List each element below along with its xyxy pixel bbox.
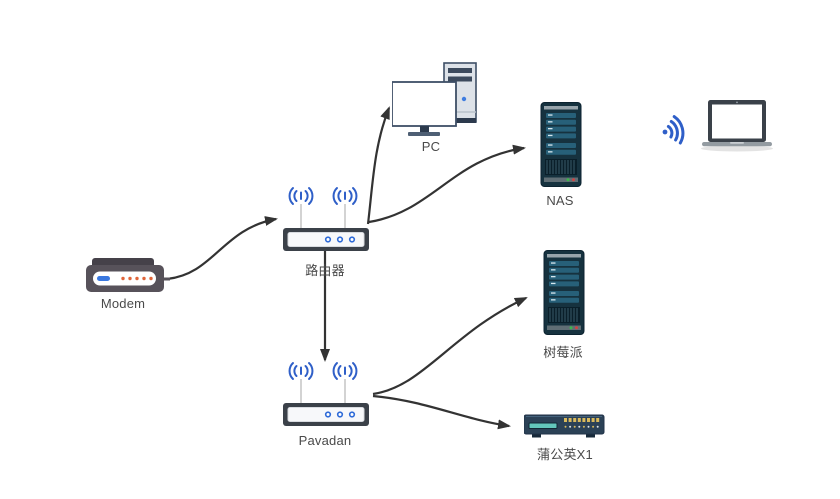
edge-router-to-pc: [366, 106, 391, 225]
edge-modem-to-router: [166, 216, 278, 281]
node-laptop: [700, 100, 776, 154]
edge-router-to-nas: [368, 144, 526, 224]
wifi-waves-icon: [662, 115, 685, 145]
laptop-icon: [701, 100, 773, 152]
network-switch-icon: [524, 414, 605, 438]
wifi-signal-icon: [288, 187, 358, 205]
modem-icon: [86, 258, 170, 292]
wifi-beacon: [660, 105, 692, 145]
node-pavadan: [280, 357, 372, 427]
pc-label: PC: [421, 139, 441, 154]
node-router: [280, 182, 372, 252]
node-modem: [86, 256, 170, 294]
wireless-router-icon: [283, 362, 369, 426]
pavadan-label: Pavadan: [298, 433, 352, 448]
wireless-router-icon: [283, 187, 369, 251]
edge-pavadan-to-raspberry: [372, 297, 528, 396]
nas-label: NAS: [546, 193, 574, 208]
node-dandelion-x1: [524, 412, 606, 440]
edge-pavadan-to-dandelion: [372, 394, 511, 430]
server-tower-icon: [543, 250, 585, 335]
raspberry-pi-label: 树莓派: [543, 345, 583, 360]
node-raspberry-pi: [543, 250, 585, 336]
server-tower-icon: [540, 102, 582, 187]
modem-label: Modem: [100, 296, 146, 311]
wifi-signal-icon: [288, 362, 358, 380]
dandelion-x1-label: 蒲公英X1: [537, 447, 593, 462]
node-nas: [540, 102, 582, 188]
router-label: 路由器: [305, 263, 345, 278]
node-pc: [392, 62, 482, 144]
desktop-pc-icon: [392, 62, 477, 136]
